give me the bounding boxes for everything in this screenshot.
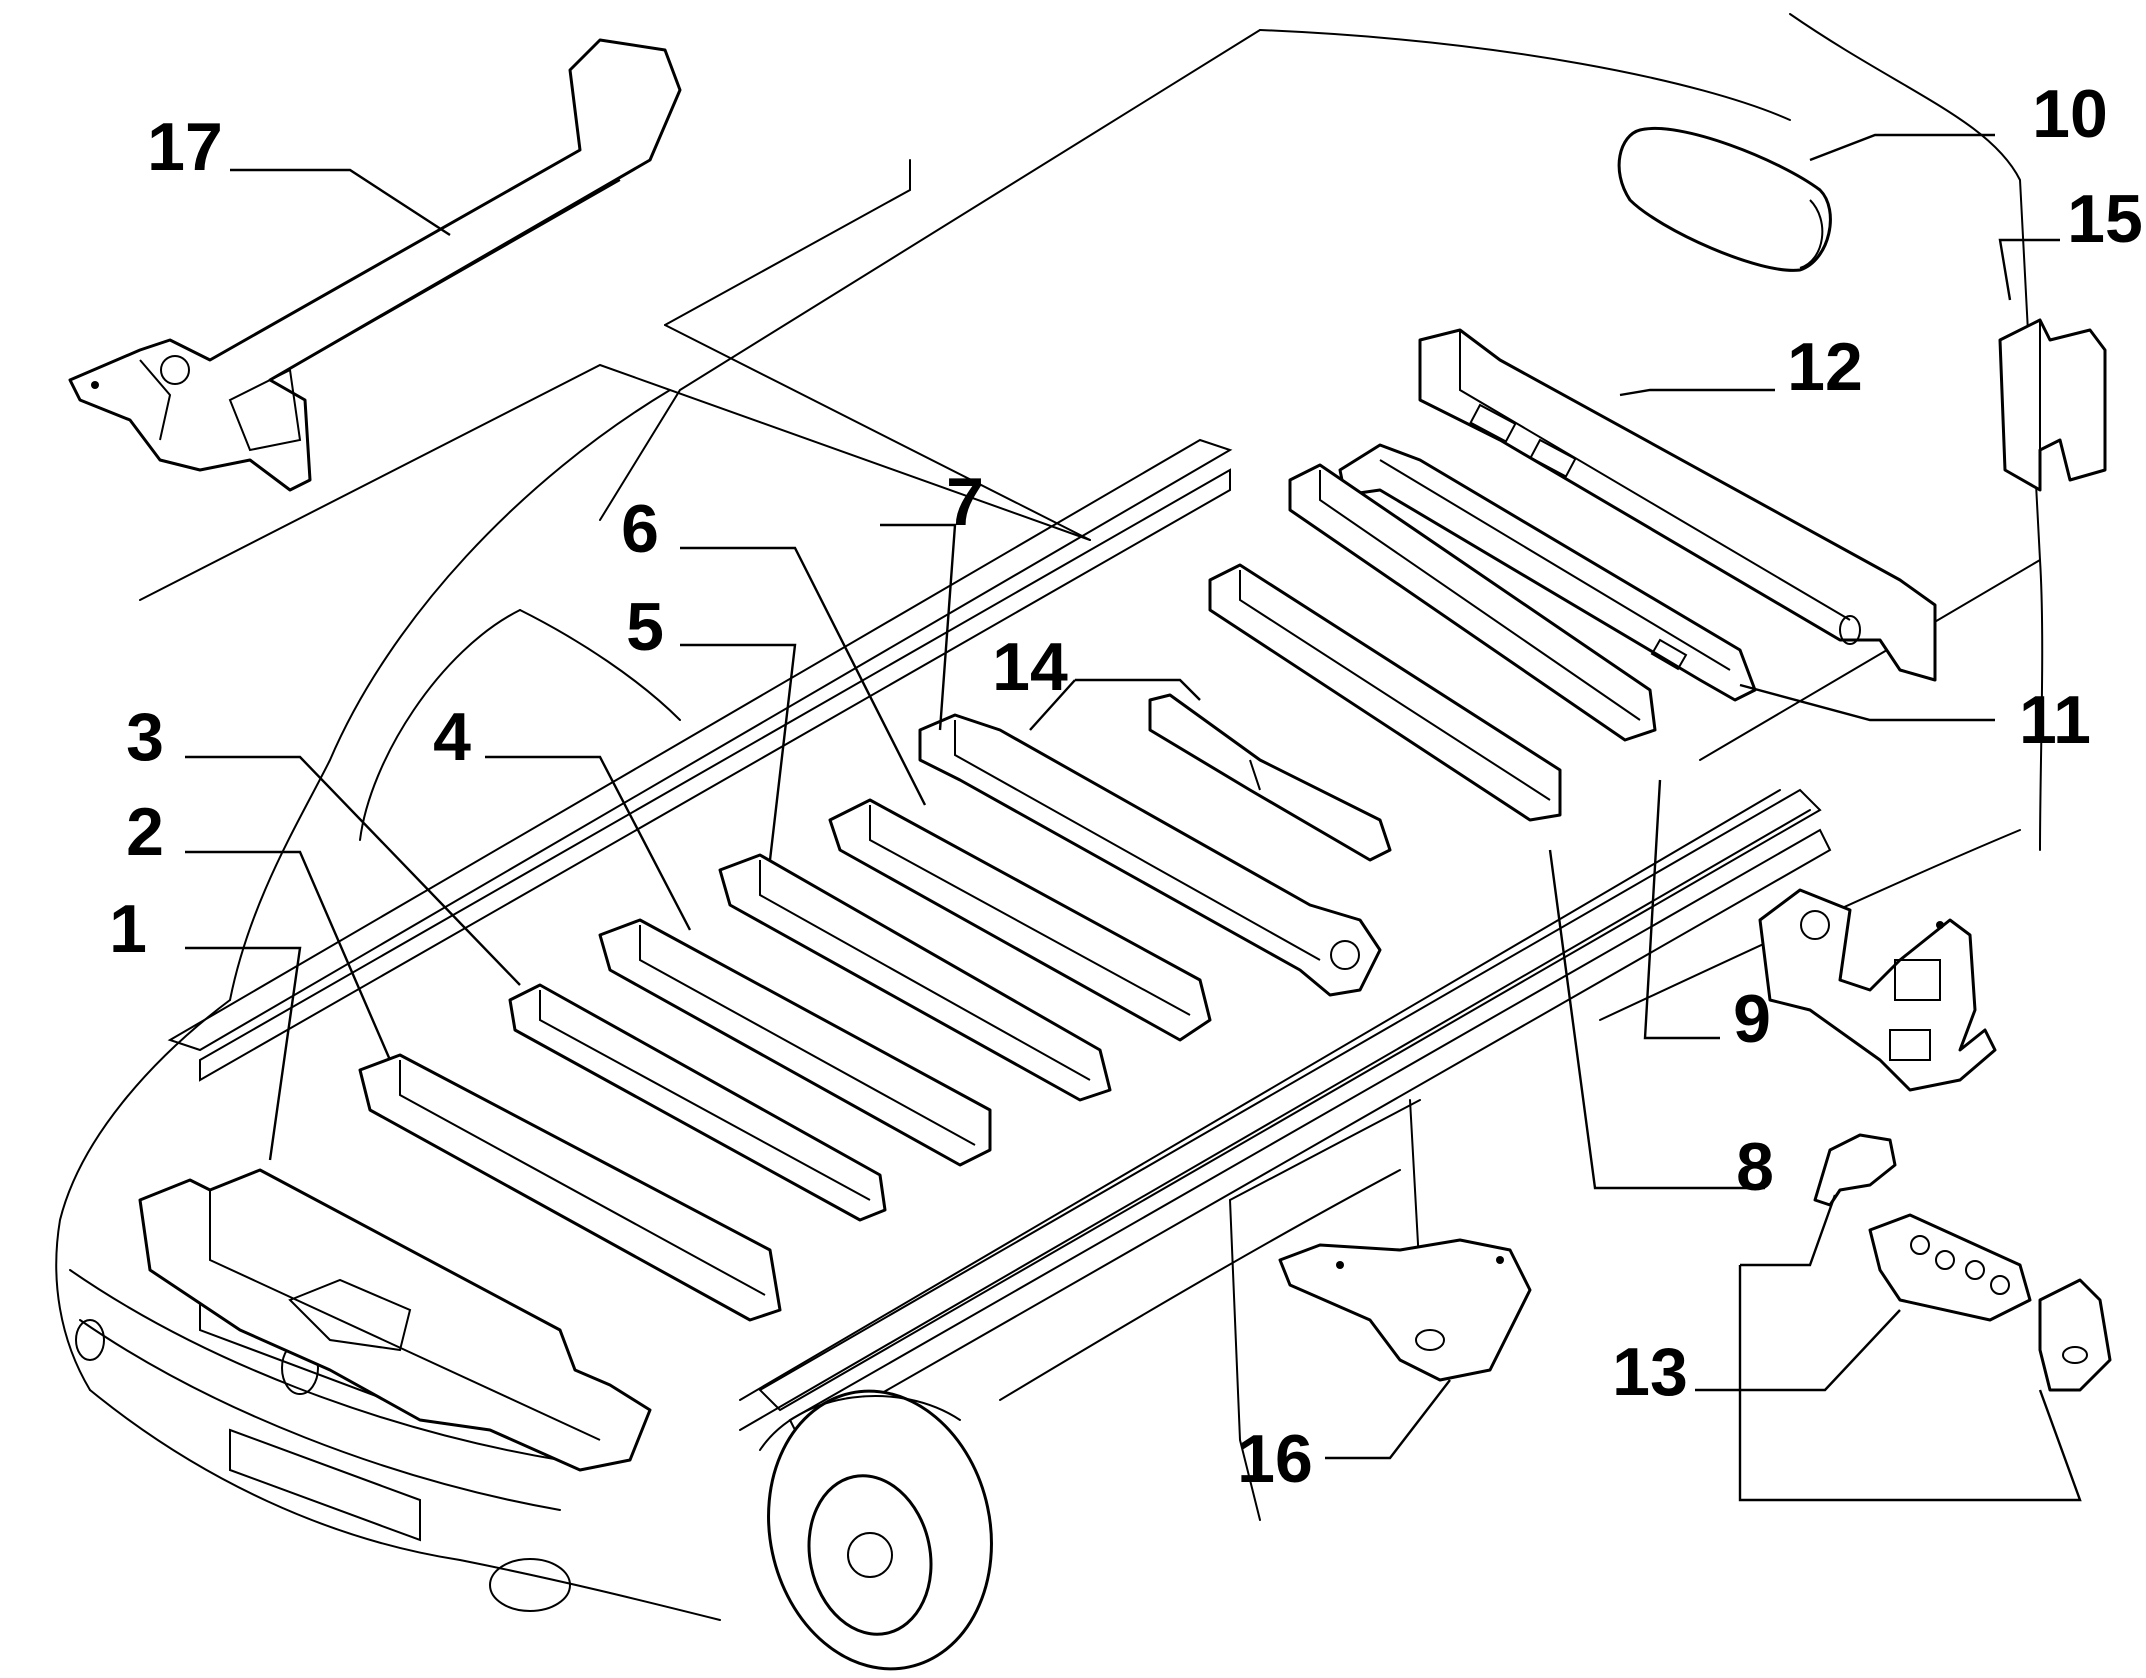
part-17-rail — [68, 38, 682, 492]
callout-10: 10 — [2032, 76, 2108, 152]
callout-8: 8 — [1736, 1129, 1774, 1205]
part-1-front-crossmember — [138, 1168, 652, 1472]
callout-4: 4 — [433, 699, 471, 775]
part-15-bracket — [1998, 318, 2107, 492]
part-6-crossmember — [828, 798, 1212, 1042]
callout-2: 2 — [126, 794, 164, 870]
callout-5: 5 — [626, 589, 664, 665]
callout-11: 11 — [2019, 682, 2091, 758]
part-2-crossmember — [358, 1053, 782, 1322]
callout-6: 6 — [621, 491, 659, 567]
part-13-mount — [2038, 1278, 2112, 1392]
callout-1: 1 — [109, 891, 147, 967]
leader-lines — [185, 133, 2082, 1502]
part-16-mount — [1278, 1238, 1532, 1382]
part-12-crossmember — [1418, 328, 1937, 682]
vehicle-body-outline — [55, 13, 2044, 1671]
callout-12: 12 — [1787, 329, 1863, 405]
part-13-plate — [1868, 1213, 2032, 1322]
part-13-clip — [1813, 1133, 1897, 1207]
callout-13: 13 — [1612, 1334, 1688, 1410]
part-7-crossmember — [918, 713, 1382, 997]
part-14-bar-lower — [1148, 693, 1392, 862]
part-10-pad — [1617, 127, 1832, 272]
callout-14: 14 — [992, 629, 1068, 705]
callout-labels: 1 2 3 4 5 6 7 8 9 10 11 12 13 14 15 16 1… — [109, 76, 2143, 1497]
callout-15: 15 — [2067, 181, 2143, 257]
part-5-crossmember — [718, 853, 1112, 1102]
callout-17: 17 — [147, 109, 223, 185]
callout-7: 7 — [946, 464, 984, 540]
part-3-crossmember — [508, 983, 887, 1222]
callout-3: 3 — [126, 699, 164, 775]
callout-9: 9 — [1733, 981, 1771, 1057]
part-4-crossmember — [598, 918, 992, 1167]
part-14-bar-upper — [1208, 463, 1657, 822]
part-9-tow-bracket — [1758, 888, 1997, 1092]
callout-16: 16 — [1237, 1421, 1313, 1497]
